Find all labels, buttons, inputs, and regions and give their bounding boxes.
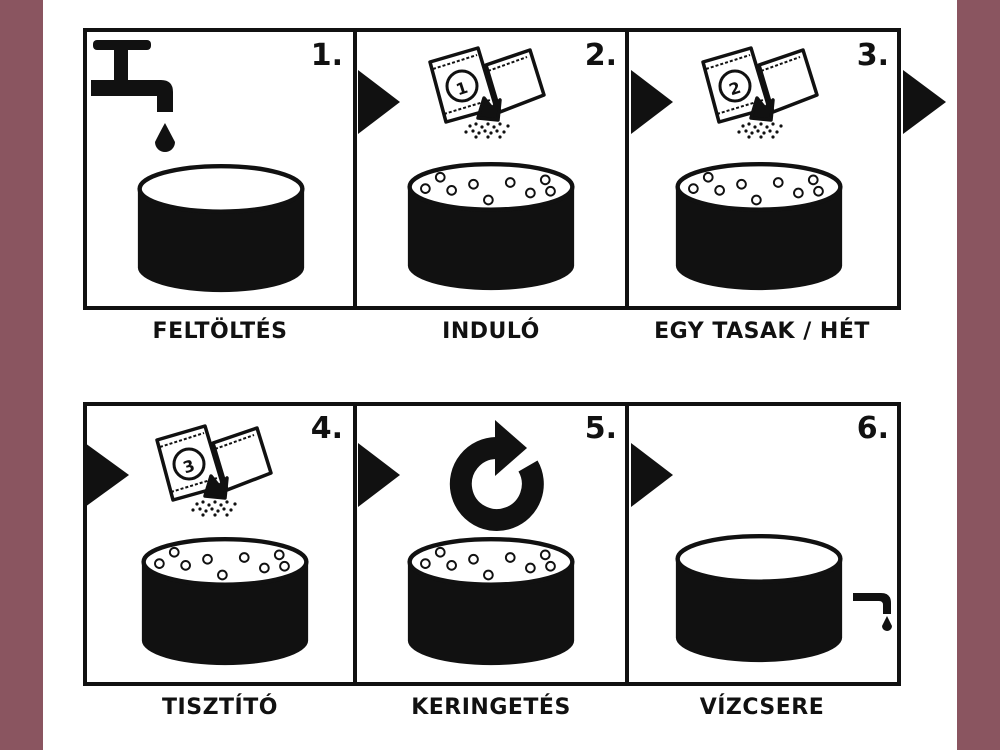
arrow-right-icon: [358, 443, 400, 507]
step-number: 3.: [857, 38, 889, 73]
arrow-right-icon: [631, 443, 673, 507]
step-number: 2.: [585, 38, 617, 73]
step-number: 4.: [311, 411, 343, 446]
step-panel-2: 2. 1 INDULÓ: [353, 28, 629, 344]
step-label: FELTÖLTÉS: [153, 318, 288, 344]
step-number: 6.: [857, 411, 889, 446]
packet-icon: 1: [428, 46, 546, 140]
drain-icon: [853, 593, 892, 631]
step-label: KERINGETÉS: [411, 694, 571, 720]
step-number: 1.: [311, 38, 343, 73]
packet-number: 1: [454, 78, 470, 100]
step-panel-1: 1. FELTÖLTÉS: [83, 28, 357, 344]
arrow-right-icon: [631, 70, 673, 134]
arrow-markers: [85, 70, 946, 507]
instruction-diagram: 1. FELTÖLTÉS 2. 1 INDULÓ 3. 2 EGY TASAK …: [43, 0, 957, 750]
step-label: VÍZCSERE: [700, 694, 825, 720]
step-panel-5: 5. KERINGETÉS: [353, 402, 629, 720]
packet-number: 3: [181, 456, 197, 478]
packet-icon: 3: [155, 424, 273, 518]
packet-number: 2: [727, 78, 743, 100]
faucet-icon: [91, 40, 175, 152]
arrow-right-icon: [358, 70, 400, 134]
circulation-arrow-icon: [449, 420, 544, 531]
panel-border: [625, 402, 901, 686]
tub-icon: [676, 536, 842, 662]
step-panel-3: 3. 2 EGY TASAK / HÉT: [625, 28, 901, 344]
step-panel-4: 4. 3 TISZTÍTÓ: [83, 402, 357, 720]
panel-border: [625, 28, 901, 310]
step-label: INDULÓ: [442, 318, 540, 344]
arrow-right-icon: [85, 443, 129, 507]
step-number: 5.: [585, 411, 617, 446]
step-label: EGY TASAK / HÉT: [654, 318, 870, 344]
arrow-right-icon: [903, 70, 946, 134]
tub-icon: [138, 166, 304, 292]
step-panel-6: 6. VÍZCSERE: [625, 402, 901, 720]
step-label: TISZTÍTÓ: [162, 694, 278, 720]
packet-icon: 2: [701, 46, 819, 140]
steps-diagram: 1. FELTÖLTÉS 2. 1 INDULÓ 3. 2 EGY TASAK …: [83, 28, 946, 720]
